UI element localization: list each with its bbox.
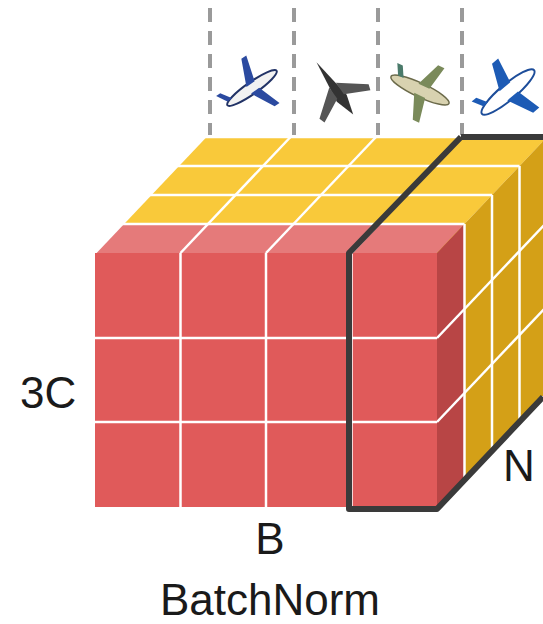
slice-outline — [349, 137, 543, 509]
axis-label: 3C — [20, 371, 76, 415]
sample-separators — [210, 8, 462, 135]
axis-label: N — [503, 444, 535, 488]
axis-label: B — [255, 517, 284, 561]
method-title: BatchNorm — [160, 578, 380, 622]
airplane-icons — [207, 45, 543, 138]
